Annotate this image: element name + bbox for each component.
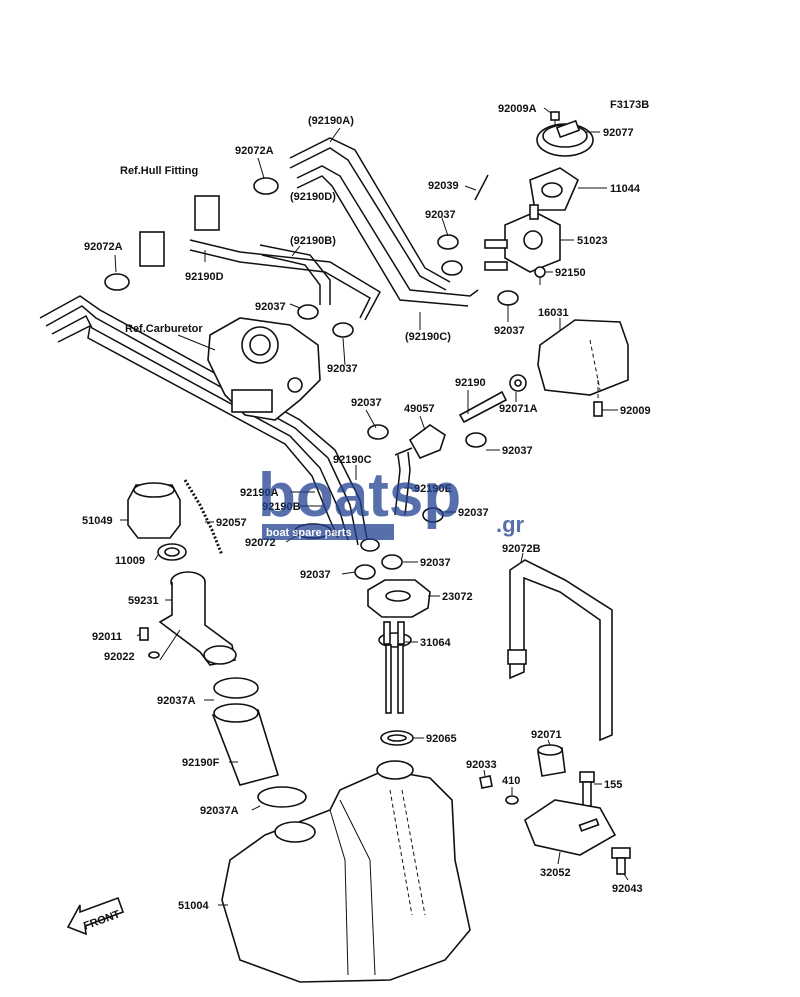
label-16031: 16031 [538,307,569,319]
label-92077: 92077 [603,127,634,139]
label-51004: 51004 [178,900,209,912]
label-410: 410 [502,775,520,787]
carburetor [207,317,321,421]
label-92037-f: 92037 [327,363,358,375]
clamp-92037a-upper [213,677,259,699]
part-number-labels: F3173B 92009A 92077 11044 92039 92037 51… [82,99,651,912]
label-92072b: 92072B [502,543,541,555]
label-51049: 51049 [82,515,113,527]
label-92009a: 92009A [498,103,537,115]
washer-410 [505,795,519,805]
pin-92039 [474,174,489,201]
hose-92190f [211,703,280,786]
label-92190b-top: (92190B) [290,235,336,247]
label-155: 155 [604,779,622,791]
label-11009: 11009 [115,555,145,567]
label-92071: 92071 [531,729,562,741]
valve-51023 [484,204,561,273]
oring-92065 [380,730,414,746]
damper-92071 [537,744,566,777]
washer-92022 [148,651,160,659]
label-92190c: 92190C [333,454,372,466]
bracket-32052 [524,799,617,856]
label-92039: 92039 [428,180,459,192]
pipe-92190 [458,390,508,424]
label-92071a: 92071A [499,403,538,415]
label-92190e: 92190E [414,483,452,495]
label-51023: 51023 [577,235,608,247]
label-92037-b: 92037 [494,325,525,337]
screw-92009 [593,380,603,417]
bolt-155 [579,771,595,807]
leader-lines [114,107,629,906]
fuel-tank-51004 [221,760,471,983]
filler-neck-59231 [158,571,237,666]
label-92037-d: 92037 [502,445,533,457]
label-92057: 92057 [216,517,247,529]
label-92190a-top: (92190A) [308,115,354,127]
screw-92011 [139,627,149,641]
label-92190b: 92190B [262,501,301,513]
label-92037-i: 92037 [300,569,331,581]
label-92190d: 92190D [185,271,224,283]
label-92190a: 92190A [240,487,279,499]
label-92037-g: 92037 [458,507,489,519]
label-92037-a: 92037 [425,209,456,221]
label-92037a-a: 92037A [157,695,196,707]
label-92022: 92022 [104,651,135,663]
label-92011: 92011 [92,631,122,643]
label-92190d-top: (92190D) [290,191,336,203]
filter-49057 [394,424,446,460]
hull-fitting [139,195,220,267]
watermark-main: boatsp [258,461,461,530]
label-92072a-top: 92072A [235,145,274,157]
label-49057: 49057 [404,403,435,415]
label-32052: 32052 [540,867,571,879]
cap-92077 [536,119,594,157]
label-92150: 92150 [555,267,586,279]
ref-carburetor: Ref.Carburetor [125,323,203,335]
pin-92043 [611,847,631,875]
front-arrow: FRONT [66,896,125,936]
figure-code: F3173B [610,99,649,111]
label-92037-c: 92037 [351,397,382,409]
watermark-suffix: .gr [496,512,525,537]
filler-cap-51049 [127,482,181,539]
label-92037-h: 92037 [420,557,451,569]
gasket-11009 [157,543,187,561]
tank-strap-92072b [507,559,613,742]
label-23072: 23072 [442,591,473,603]
label-92009: 92009 [620,405,651,417]
label-92037-e: 92037 [255,301,286,313]
hose-clamps [104,177,519,580]
label-11044: 11044 [610,183,641,195]
nut-92033 [479,775,493,789]
label-92190f: 92190F [182,757,220,769]
fuel-pickup-31064 [378,621,412,714]
label-92190c-top: (92190C) [405,331,451,343]
watermark: boatsp .gr boat spare parts [258,461,525,540]
watermark-tagline: boat spare parts [266,527,352,539]
label-92190: 92190 [455,377,486,389]
ref-hull-fitting: Ref.Hull Fitting [120,165,198,177]
label-92072a-left: 92072A [84,241,123,253]
label-92037a-b: 92037A [200,805,239,817]
screw-92150 [534,266,546,285]
clamp-92037a-lower [257,786,307,808]
gasket-11044 [529,167,579,211]
hose-lines [39,137,479,546]
label-92043: 92043 [612,883,643,895]
nut-23072 [367,579,431,618]
label-59231: 59231 [128,595,159,607]
washer-92071a [509,374,527,392]
bracket-16031 [537,319,629,396]
label-92065: 92065 [426,733,457,745]
label-92033: 92033 [466,759,497,771]
label-31064: 31064 [420,637,451,649]
